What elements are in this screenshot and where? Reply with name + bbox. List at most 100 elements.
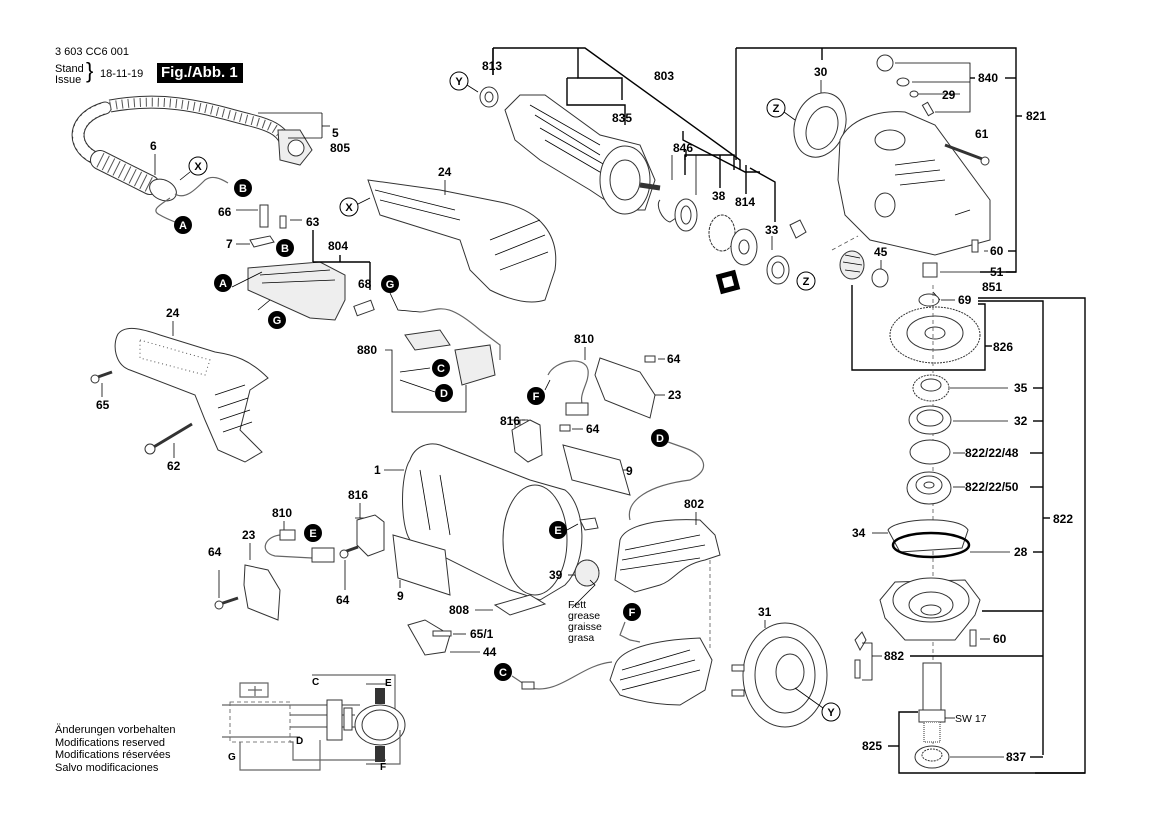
part-33-label: 33 <box>765 223 779 237</box>
part-64-far-left-label: 64 <box>208 545 222 559</box>
grease-note-en: grease <box>568 610 600 622</box>
wiring-label-e: E <box>385 678 392 689</box>
bearing-822-22-50 <box>906 471 952 505</box>
pinion-gear <box>839 250 865 280</box>
svg-text:Z: Z <box>773 103 780 115</box>
wiring-label-d: D <box>296 736 303 747</box>
brush-cover-23-left <box>243 564 281 621</box>
part-29-label: 29 <box>942 88 956 102</box>
housing-half-top <box>367 179 557 303</box>
note-de: Änderungen vorbehalten <box>55 724 176 736</box>
note-fr: Modifications réservées <box>55 749 171 761</box>
seal-32 <box>908 405 952 435</box>
field-coil-bottom <box>609 637 713 706</box>
svg-text:B: B <box>239 183 247 195</box>
part-23-top-label: 23 <box>668 388 682 402</box>
svg-text:X: X <box>345 202 353 214</box>
part-826-label: 826 <box>993 340 1013 354</box>
figure-label: Fig./Abb. 1 <box>157 63 243 83</box>
connector-y-bearing: Y <box>449 71 469 91</box>
connector-c-coil: C <box>494 663 512 681</box>
connector-g-switch: G <box>268 311 286 329</box>
part-64-cover-label: 64 <box>667 352 681 366</box>
issue-date: 18-11-19 <box>100 68 144 80</box>
grease-note-fr: graisse <box>568 621 602 633</box>
svg-text:D: D <box>656 433 664 445</box>
connector-y-cover: Y <box>821 702 841 722</box>
power-cord <box>71 95 313 223</box>
end-cover-31 <box>731 622 828 728</box>
part-62-label: 62 <box>167 459 181 473</box>
part-32-label: 32 <box>1014 414 1028 428</box>
electronic-module <box>404 329 496 386</box>
svg-text:Z: Z <box>803 276 810 288</box>
part-45-label: 45 <box>874 245 888 259</box>
field-coil-top <box>614 519 721 593</box>
part-816-left-label: 816 <box>348 488 368 502</box>
connector-b-switch: B <box>276 239 294 257</box>
part-851-label: 851 <box>982 280 1002 294</box>
connector-a-switch: A <box>214 274 232 292</box>
brush-cover <box>793 92 847 158</box>
connector-f-coil: F <box>623 603 641 621</box>
part-63-label: 63 <box>306 215 320 229</box>
connector-d-module: D <box>435 384 453 402</box>
svg-text:A: A <box>179 220 187 232</box>
part-805-label: 805 <box>330 141 350 155</box>
part-39-label: 39 <box>549 568 563 582</box>
svg-text:E: E <box>554 525 561 537</box>
part-810-left-label: 810 <box>272 506 292 520</box>
part-60-bottom-label: 60 <box>993 632 1007 646</box>
connector-x-housing: X <box>339 197 359 217</box>
bearing-flange <box>879 577 981 641</box>
armature <box>504 94 661 215</box>
part-28-label: 28 <box>1014 545 1028 559</box>
part-7-label: 7 <box>226 237 233 251</box>
part-846-label: 846 <box>673 141 693 155</box>
part-31-label: 31 <box>758 605 772 619</box>
svg-text:G: G <box>273 315 282 327</box>
spindle <box>918 662 946 743</box>
svg-text:C: C <box>499 667 507 679</box>
part-24-bottom-label: 24 <box>166 306 180 320</box>
part-65-label: 65 <box>96 398 110 412</box>
connector-b-top: B <box>234 179 252 197</box>
svg-text:C: C <box>437 363 445 375</box>
part-34-label: 34 <box>852 526 866 540</box>
connector-e-left: E <box>304 524 322 542</box>
connector-c-module: C <box>432 359 450 377</box>
connector-a-cord: A <box>174 216 192 234</box>
bearing-837 <box>914 745 950 769</box>
bearing-35 <box>912 374 950 402</box>
brace-glyph: } <box>86 58 94 83</box>
part-821-label: 821 <box>1026 109 1046 123</box>
motor-housing <box>402 443 583 601</box>
svg-text:X: X <box>194 161 202 173</box>
part-69-label: 69 <box>958 293 972 307</box>
svg-text:Y: Y <box>827 707 835 719</box>
grease-note-de: Fett <box>568 599 586 611</box>
part-825-label: 825 <box>862 739 882 753</box>
brush-holder-top <box>511 419 543 463</box>
wiring-label-g: G <box>228 752 236 763</box>
issue-label: Issue <box>55 74 82 86</box>
part-810-top-label: 810 <box>574 332 594 346</box>
gear-housing <box>837 111 991 256</box>
grease-note-es: grasa <box>568 632 594 644</box>
document-number: 3 603 CC6 001 <box>55 46 129 58</box>
connector-z-cover: Z <box>766 98 786 118</box>
part-803-label: 803 <box>654 69 674 83</box>
part-38-label: 38 <box>712 189 726 203</box>
svg-text:A: A <box>219 278 227 290</box>
part-60-top-label: 60 <box>990 244 1004 258</box>
part-66-label: 66 <box>218 205 232 219</box>
part-61-label: 61 <box>975 127 989 141</box>
part-804-label: 804 <box>328 239 348 253</box>
part-880-label: 880 <box>357 343 377 357</box>
svg-text:B: B <box>281 243 289 255</box>
part-23-left-label: 23 <box>242 528 256 542</box>
connector-f-top: F <box>527 387 545 405</box>
part-64-top-label: 64 <box>586 422 600 436</box>
connector-z-bearing: Z <box>796 271 816 291</box>
